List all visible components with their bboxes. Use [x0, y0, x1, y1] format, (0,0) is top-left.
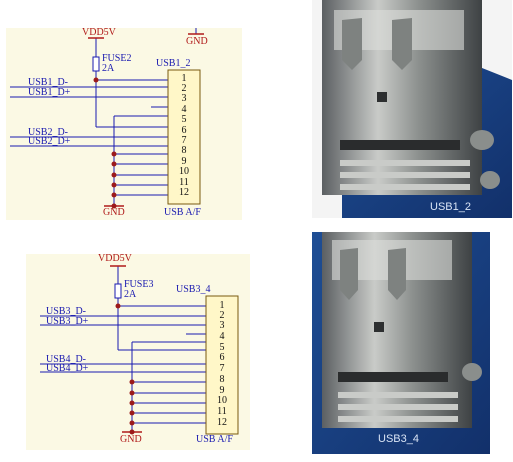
schematic-usb1-2: VDD5V GND FUSE2 2A USB1_2 USB1_D- USB1_D… [6, 28, 242, 220]
connector-ref: USB1_2 [156, 58, 191, 69]
gnd-bottom-label: GND [103, 207, 125, 218]
gnd-bottom-label: GND [120, 434, 142, 445]
gnd-top-label: GND [186, 36, 208, 47]
pin-number: 9 [181, 156, 187, 167]
schematic-usb3-4: VDD5V FUSE3 2A USB3_4 USB3_D- USB3_D+ US… [26, 254, 250, 450]
net-label: USB2_D- [28, 127, 69, 138]
usb-connector-photo [312, 232, 490, 454]
usb-connector-photo [312, 0, 512, 218]
pin-number: 10 [217, 395, 227, 406]
silkscreen-label: USB3_4 [378, 433, 419, 445]
schematic-usb1-2-drawing [6, 28, 242, 220]
photo-usb3-4: USB3_4 [312, 232, 490, 454]
pin-number: 6 [181, 125, 187, 136]
net-label: USB3_D+ [46, 316, 89, 327]
fuse-rating: 2A [102, 63, 115, 74]
pin-number: 11 [179, 177, 189, 188]
pin-number: 5 [181, 114, 187, 125]
net-label: USB2_D+ [28, 136, 71, 147]
net-label: USB1_D- [28, 77, 69, 88]
schematic-usb3-4-drawing [26, 254, 250, 450]
net-label: USB1_D+ [28, 87, 71, 98]
pin-number: 7 [181, 135, 187, 146]
net-label: USB3_D- [46, 306, 87, 317]
vdd-label: VDD5V [98, 253, 132, 264]
pin-number: 1 [181, 73, 187, 84]
pin-number: 11 [217, 406, 227, 417]
silkscreen-label: USB1_2 [430, 201, 471, 213]
net-label: USB4_D+ [46, 363, 89, 374]
pin-number: 3 [181, 93, 187, 104]
pin-number: 1 [219, 300, 225, 311]
pin-number: 5 [219, 342, 225, 353]
pin-number: 7 [219, 363, 225, 374]
fuse-label: FUSE2 [102, 53, 132, 64]
pin-number: 8 [181, 145, 187, 156]
pin-number: 10 [179, 166, 189, 177]
vdd-label: VDD5V [82, 27, 116, 38]
connector-ref: USB3_4 [176, 284, 211, 295]
pin-number: 4 [181, 104, 187, 115]
photo-usb1-2: USB1_2 [312, 0, 512, 218]
fuse-rating: 2A [124, 289, 137, 300]
pin-number: 2 [181, 83, 187, 94]
connector-type: USB A/F [164, 207, 201, 218]
pin-number: 2 [219, 310, 225, 321]
pin-number: 12 [217, 417, 227, 428]
fuse-label: FUSE3 [124, 279, 154, 290]
pin-number: 3 [219, 320, 225, 331]
pin-number: 12 [179, 187, 189, 198]
connector-type: USB A/F [196, 434, 233, 445]
pin-number: 6 [219, 352, 225, 363]
pin-number: 9 [219, 385, 225, 396]
pin-number: 8 [219, 374, 225, 385]
pin-number: 4 [219, 331, 225, 342]
net-label: USB4_D- [46, 354, 87, 365]
